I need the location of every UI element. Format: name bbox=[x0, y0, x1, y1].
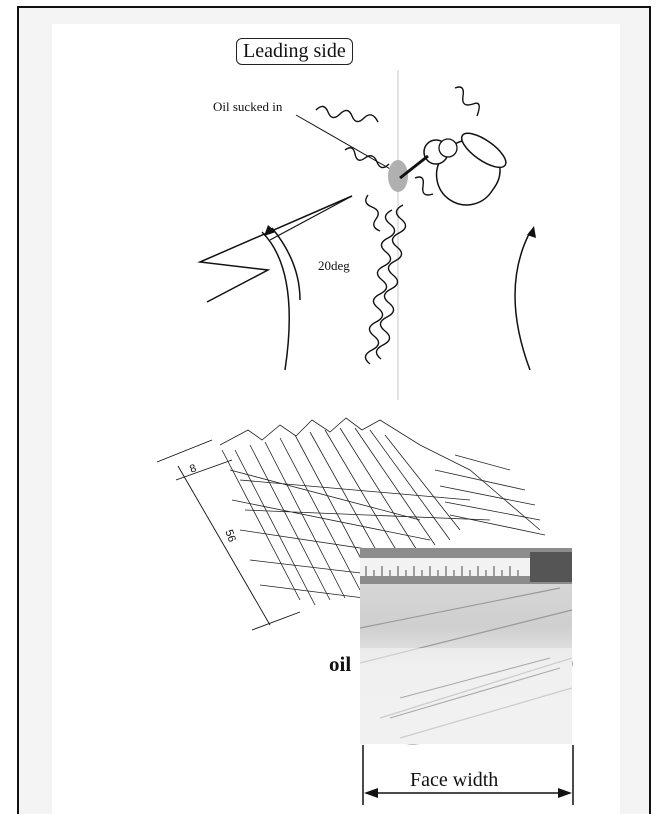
face-width-label: Face width bbox=[410, 769, 498, 792]
oil-nozzle-icon bbox=[425, 125, 514, 217]
pointer-line bbox=[270, 196, 352, 240]
angle-label: 20deg bbox=[318, 258, 350, 274]
rotation-arc-left bbox=[262, 232, 289, 370]
oil-label: oil bbox=[329, 652, 351, 677]
oil-drop bbox=[388, 160, 408, 192]
arrow-icon bbox=[558, 788, 572, 798]
gear-surface-photo bbox=[360, 548, 572, 744]
arrow-icon bbox=[264, 225, 276, 236]
left-gear-tooth bbox=[200, 196, 352, 302]
rotation-arc-right bbox=[515, 232, 530, 370]
leading-side-label: Leading side bbox=[236, 38, 353, 65]
oil-sucked-in-label: Oil sucked in bbox=[213, 99, 282, 115]
arrow-icon bbox=[364, 788, 378, 798]
